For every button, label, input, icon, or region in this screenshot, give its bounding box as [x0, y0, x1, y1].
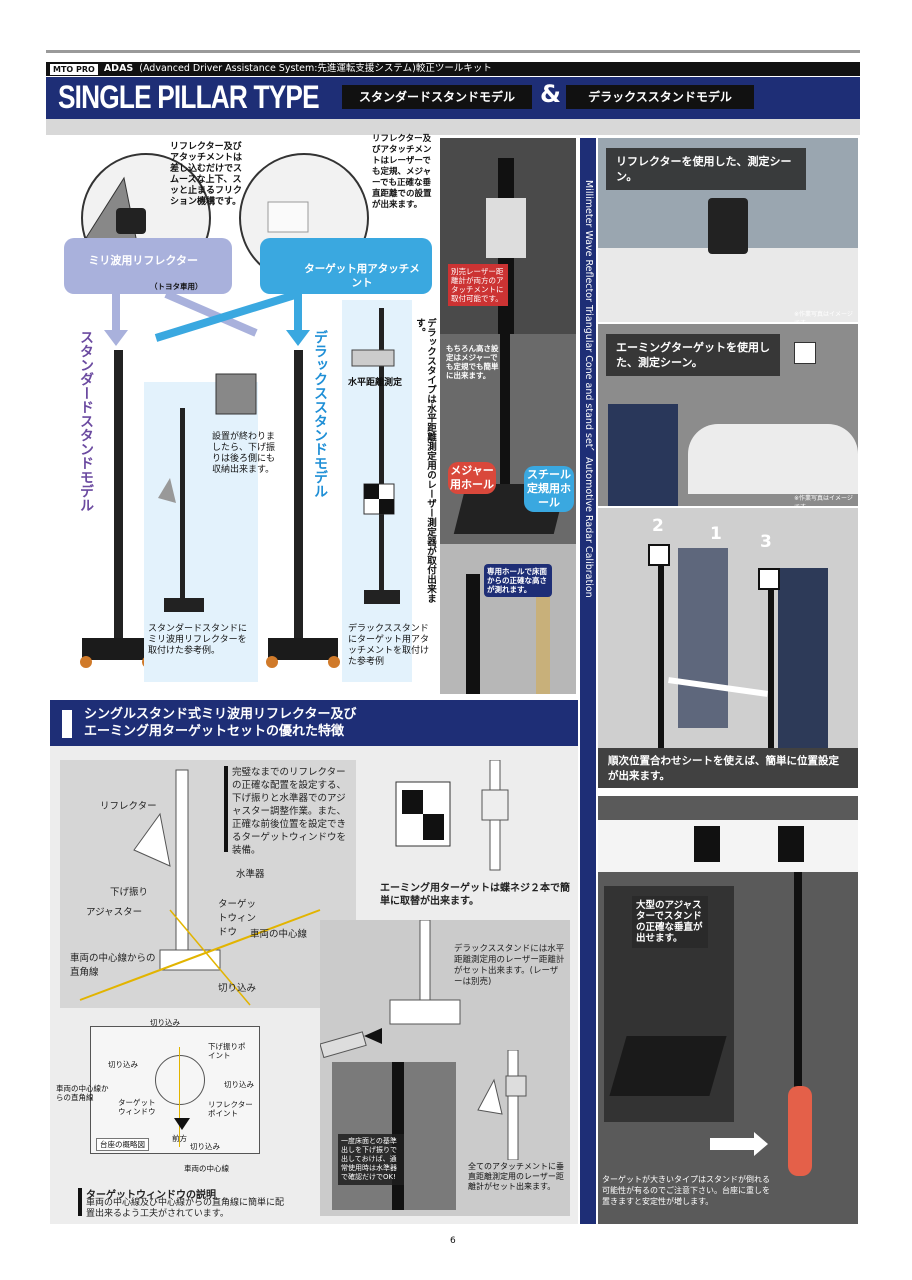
diagram-notch-left: 切り込み	[108, 1060, 138, 1069]
model-deluxe-label: デラックススタンドモデル	[566, 85, 754, 109]
height-setting-photo: もちろん高さ設定はメジャーでも定規でも簡単に出来ます。 メジャー用ホール スチー…	[440, 334, 576, 544]
page-title: SINGLE PILLAR TYPE	[58, 79, 320, 115]
product-illustrations	[64, 153, 432, 682]
features-header: シングルスタンド式ミリ波用リフレクター及び エーミング用ターゲットセットの優れた…	[50, 700, 578, 746]
label-adjuster: アジャスター	[86, 907, 143, 918]
mm-reflector-label: ミリ波用リフレクター	[88, 254, 198, 267]
header-bar: MTO PRO ADAS (Advanced Driver Assistance…	[46, 62, 860, 76]
tw-rule	[78, 1188, 82, 1216]
diagram-target-window: ターゲットウィンドウ	[118, 1098, 156, 1116]
base-diagram	[90, 1026, 260, 1154]
hole-closeup-photo: 専用ホールで床面からの正確な高さが測れます。	[440, 544, 576, 694]
diagram-notch-top: 切り込み	[150, 1018, 180, 1027]
tw-title: ターゲットウィンドウの説明	[86, 1190, 216, 1201]
laser-note: 別売レーザー距離計が両方のアタッチメントに取付可能です。	[448, 264, 508, 306]
mm-reflector-sub: （トヨタ車用）	[150, 282, 203, 291]
diagram-perpendicular: 車両の中心線からの直角線	[56, 1084, 109, 1102]
model-standard-label: スタンダードスタンドモデル	[342, 85, 532, 109]
top-rule	[46, 50, 860, 53]
label-target-window: ターゲットウィンドウ	[218, 899, 257, 938]
diagram-base-title: 台座の概略図	[96, 1138, 149, 1151]
tw-description: 車両の中心線及び中心線からの直角線に簡単に配置出来るよう工夫がされています。	[86, 1198, 285, 1219]
front-arrow-icon	[174, 1118, 190, 1130]
standard-example-note: スタンダードスタンドにミリ波用リフレクターを取付けた参考例。	[148, 624, 248, 656]
deluxe-laser-note: デラックスタイプは水平距離測定用のレーザー測定器が取付出来ます。	[414, 318, 436, 603]
caption-reflector-scene: リフレクターを使用した、測定シーン。	[606, 148, 806, 190]
level-check-photo: 一度床面との基準出しを下げ振りで出しておけば、通常使用時は水準器で確認だけでOK…	[332, 1062, 456, 1210]
image-note-1: ※作業写真はイメージです。	[794, 311, 853, 322]
stand-diagram	[79, 769, 321, 1006]
horizontal-distance-label: 水平距離測定	[348, 378, 403, 388]
target-swap-illustration	[395, 760, 509, 871]
diagram-notch-bottom: 切り込み	[190, 1142, 220, 1151]
big-target-note: ターゲットが大きいタイプはスタンドが倒れる可能性が有るのでご注意下さい。台座に重…	[602, 1175, 770, 1206]
target-scene-photo: エーミングターゲットを使用した、測定シーン。 ※作業写真はイメージです。	[598, 324, 858, 506]
position-sheet-photo: 2 1 3 順次位置合わせシートを使えば、簡単に位置設定が出来ます。	[598, 508, 858, 788]
step-number-2: 2	[652, 516, 664, 536]
deluxe-example-note: デラックススタンドにターゲット用アタッチメントを取付けた参考例	[348, 624, 430, 667]
once-note: 一度床面との基準出しを下げ振りで出しておけば、通常使用時は水準器で確認だけでOK…	[338, 1134, 404, 1185]
big-adjuster-note: 大型のアジャスターでスタンドの正確な垂直が出せます。	[632, 896, 708, 948]
steel-hole-label: スチール定規用ホール	[524, 466, 574, 512]
note-attachment: リフレクター及びアタッチメントはレーザーでも定規、メジャーでも正確な垂直距離での…	[372, 134, 432, 210]
target-swap-note: エーミング用ターゲットは蝶ネジ２本で簡単に取替が出来ます。	[380, 883, 570, 907]
vertical-banner	[580, 138, 596, 1224]
deluxe-laser-set-note: デラックススタンドには水平距離測定用のレーザー距離計がセット出来ます。(レーザー…	[454, 944, 565, 987]
header-subtitle: (Advanced Driver Assistance System:先進運転支…	[139, 63, 492, 74]
label-reflector: リフレクター	[100, 801, 157, 812]
target-attachment-label: ターゲット用アタッチメント	[304, 263, 420, 289]
label-notch: 切り込み	[218, 983, 257, 994]
standard-model-vertical: スタンダードスタンドモデル	[78, 330, 94, 512]
diagram-front: 前方	[172, 1134, 187, 1143]
laser-attachment-photo: 別売レーザー距離計が両方のアタッチメントに取付可能です。	[440, 138, 576, 334]
page-number: 6	[450, 1236, 456, 1246]
laser-mount-illustration	[320, 920, 461, 1059]
reflector-scene-photo: リフレクターを使用した、測定シーン。 ※作業写真はイメージです。	[598, 138, 858, 322]
deluxe-model-vertical: デラックススタンドモデル	[312, 330, 328, 498]
tape-hole-label: メジャー用ホール	[448, 462, 496, 494]
large-target-photo: 大型のアジャスターでスタンドの正確な垂直が出せます。 ターゲットが大きいタイプは…	[598, 796, 858, 1224]
vertical-banner-text: Millimeter Wave Reflector Triangular Con…	[583, 180, 594, 598]
caption-position-sheet: 順次位置合わせシートを使えば、簡単に位置設定が出来ます。	[598, 748, 858, 788]
step-number-1: 1	[710, 524, 722, 544]
title-underbar	[46, 119, 860, 135]
floor-hole-note: 専用ホールで床面からの正確な高さが測れます。	[484, 564, 552, 597]
label-plumb: 下げ振り	[110, 887, 149, 898]
series-label: ADAS	[103, 63, 134, 74]
diagram-center-line: 車両の中心線	[184, 1164, 229, 1173]
desc-rule	[224, 766, 228, 852]
step-number-3: 3	[760, 532, 772, 552]
diagram-reflector-point: リフレクターポイント	[208, 1100, 253, 1118]
feature-description: 完璧なまでのリフレクターの正確な配置を設定する、下げ振りと水準器でのアジャスター…	[232, 767, 347, 856]
features-title-2: エーミング用ターゲットセットの優れた特徴	[84, 724, 345, 739]
label-perpendicular: 車両の中心線からの直角線	[70, 953, 156, 978]
also-note: もちろん高さ設定はメジャーでも定規でも簡単に出来ます。	[446, 344, 499, 380]
brand-logo: MTO PRO	[50, 63, 98, 75]
stow-note: 設置が終わりましたら、下げ振りは後ろ側にも収納出来ます。	[212, 432, 276, 475]
attachment-illustration	[477, 1050, 527, 1160]
note-reflector: リフレクター及びアタッチメントは差し込むだけでスムースな上下、スッと止まるフリク…	[170, 142, 243, 207]
label-level: 水準器	[236, 869, 265, 880]
diagram-notch-right: 切り込み	[224, 1080, 254, 1089]
caption-target-scene: エーミングターゲットを使用した、測定シーン。	[606, 334, 780, 376]
diagram-plumb-point: 下げ振りポイント	[208, 1042, 246, 1060]
label-center-line: 車両の中心線	[250, 929, 308, 940]
features-title-1: シングルスタンド式ミリ波用リフレクター及び	[84, 707, 357, 722]
image-note-2: ※作業写真はイメージです。	[794, 495, 853, 506]
ampersand: &	[540, 80, 561, 108]
all-attachment-note: 全てのアタッチメントに垂直距離測定用のレーザー距離計がセット出来ます。	[468, 1162, 564, 1191]
